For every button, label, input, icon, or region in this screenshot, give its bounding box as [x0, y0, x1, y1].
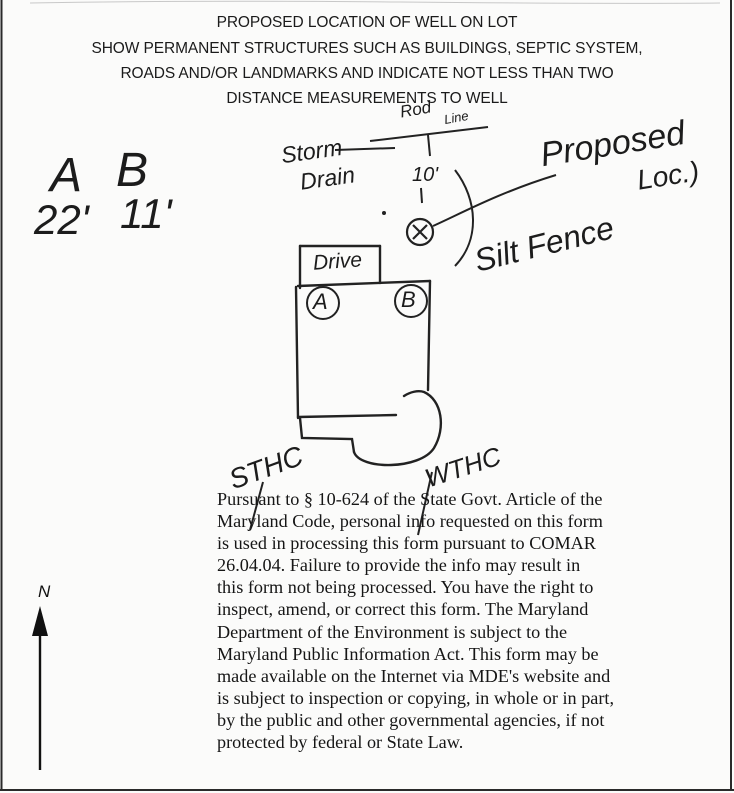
distance-a: 22' [34, 196, 89, 243]
proposed-leader-line [432, 174, 557, 227]
privacy-line: is subject to inspection or copying, in … [217, 687, 615, 708]
privacy-line: this form not being processed. You have … [217, 577, 594, 598]
privacy-line: Pursuant to § 10-624 of the State Govt. … [217, 489, 603, 509]
label-b: B [116, 144, 149, 197]
privacy-notice: Pursuant to § 10-624 of the State Govt. … [217, 488, 732, 753]
point-a-circle [306, 286, 340, 320]
silt-fence-arc [454, 169, 474, 267]
privacy-line: is used in processing this form pursuant… [217, 533, 596, 554]
north-label: N [38, 582, 51, 601]
point-b-label: B [401, 287, 416, 312]
privacy-line: made available on the Internet via MDE's… [217, 665, 611, 686]
privacy-line: inspect, amend, or correct this form. Th… [217, 599, 589, 620]
top-scribble [29, 0, 721, 4]
north-arrow-icon [32, 606, 48, 770]
privacy-line: Maryland Code, personal info requested o… [217, 511, 603, 532]
distance-tick-upper [427, 134, 431, 157]
sthc-line [249, 481, 264, 531]
header-line-3: ROADS AND/OR LANDMARKS AND INDICATE NOT … [120, 65, 614, 82]
house-drawing [294, 244, 442, 467]
privacy-line: Department of the Environment is subject… [217, 621, 568, 642]
proposed-well-icon [405, 217, 435, 247]
label-a: A [50, 149, 83, 202]
privacy-line: 26.04.04. Failure to provide the info ma… [217, 555, 581, 576]
header-line-4: DISTANCE MEASUREMENTS TO WELL [226, 90, 508, 107]
rod-line [369, 126, 489, 142]
distance-10ft: 10' [412, 164, 439, 186]
dot-marker [382, 211, 386, 215]
privacy-line: protected by federal or State Law. [217, 732, 464, 753]
header-line-1: PROPOSED LOCATION OF WELL ON LOT [216, 14, 518, 31]
privacy-line: by the public and other governmental age… [217, 709, 605, 730]
header-line-2: SHOW PERMANENT STRUCTURES SUCH AS BUILDI… [91, 40, 643, 57]
storm-drain-line [334, 147, 396, 151]
distance-b: 11' [120, 190, 172, 237]
point-b-circle [394, 284, 428, 318]
drive-label: Drive [312, 248, 363, 275]
distance-tick-lower [420, 187, 423, 204]
point-a-label: A [313, 289, 328, 314]
wthc-line [417, 471, 433, 536]
privacy-line: Maryland Public Information Act. This fo… [217, 643, 599, 664]
